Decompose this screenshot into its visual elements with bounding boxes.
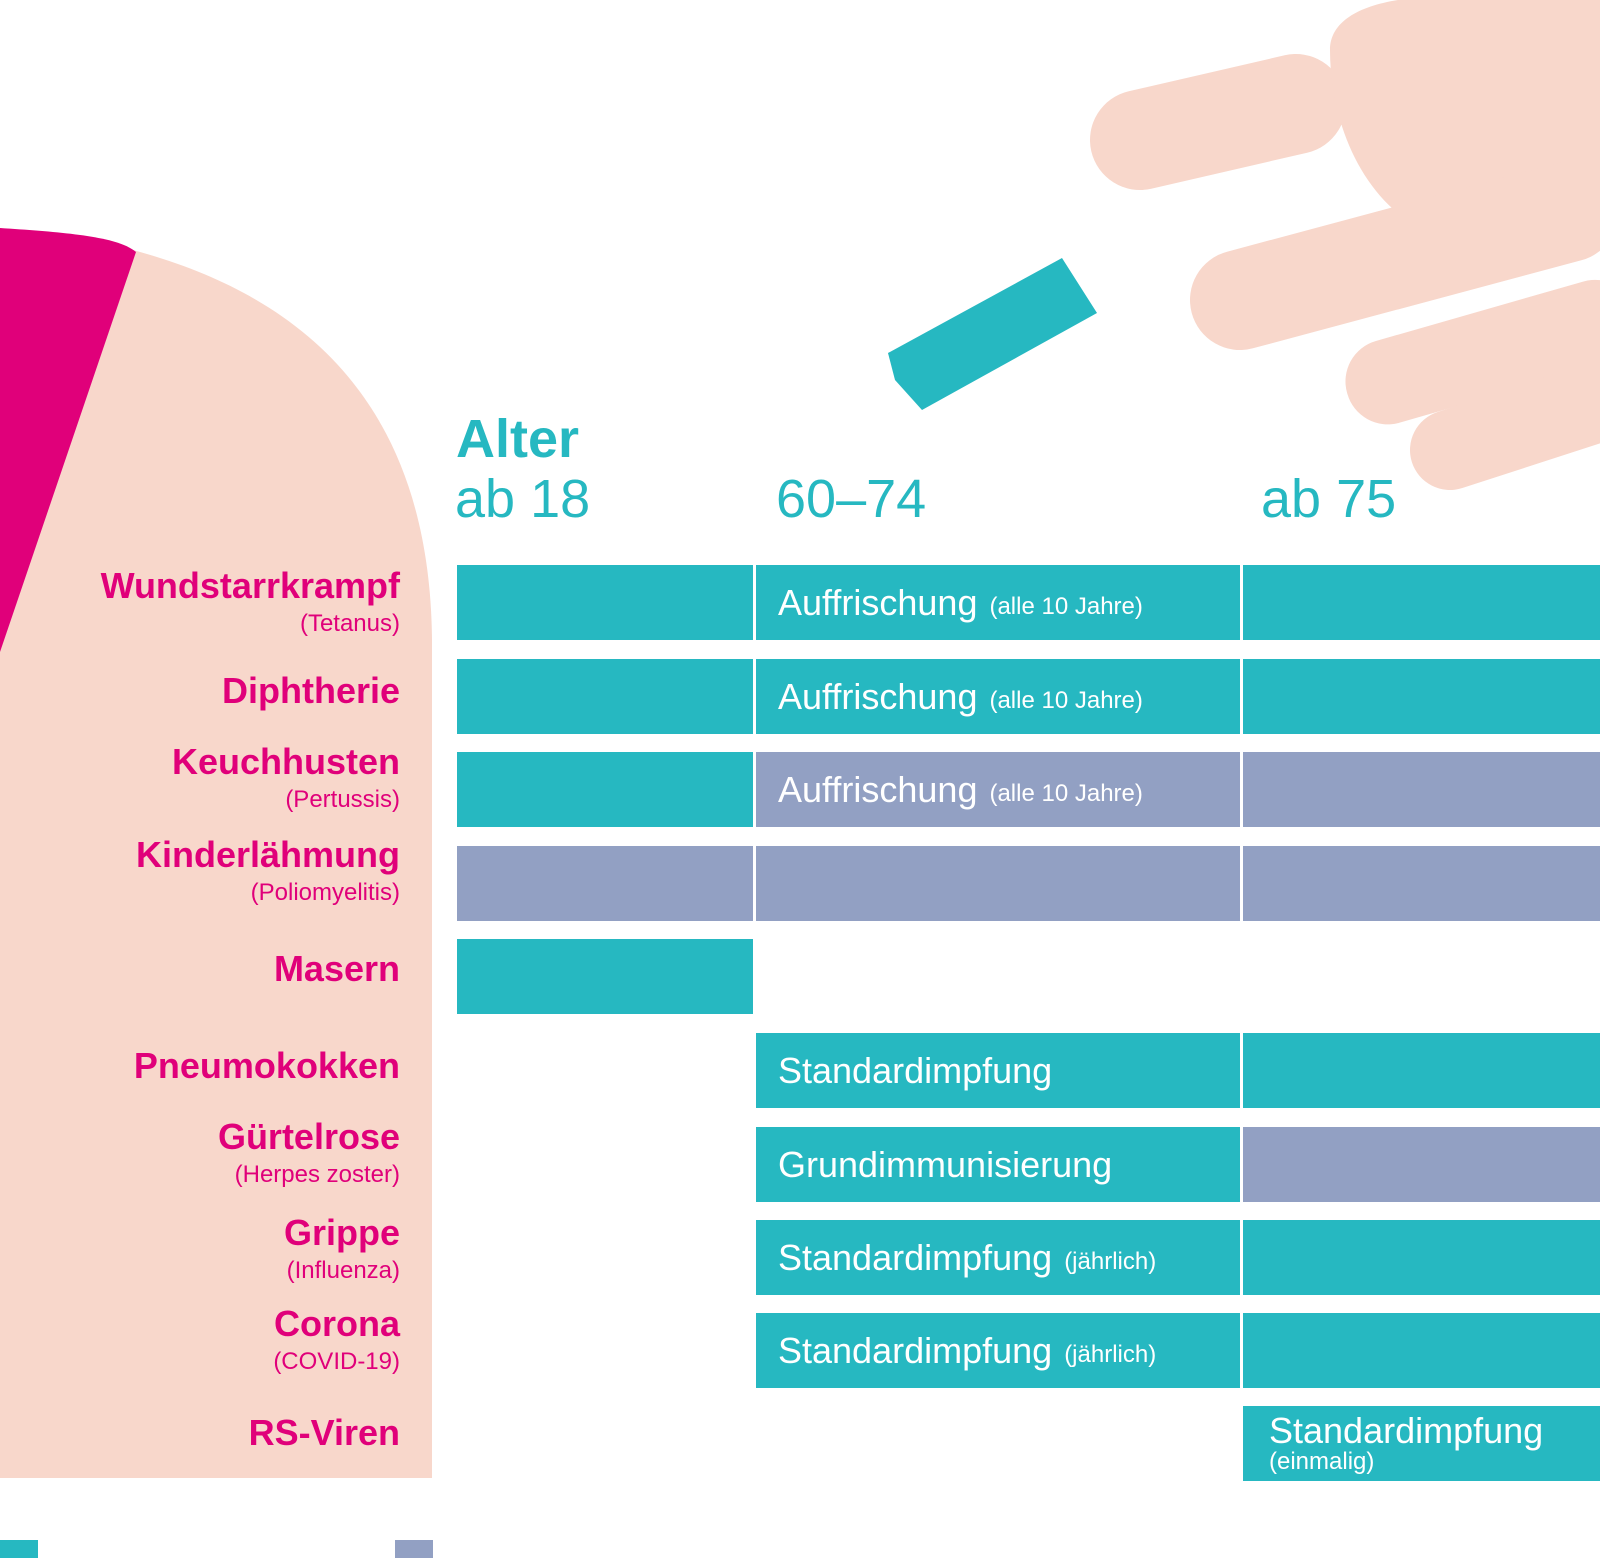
disease-name: Keuchhusten	[171, 741, 400, 782]
legend-swatch-standard	[0, 1540, 38, 1558]
schedule-cell-mid: Standardimpfung (jährlich)	[756, 1313, 1240, 1388]
disease-label: Diphtherie	[222, 673, 400, 709]
plaster-shape	[888, 258, 1097, 410]
disease-name: Grippe	[283, 1212, 400, 1253]
age-column-ab18: ab 18	[455, 469, 591, 529]
disease-label: Kinderlähmung (Poliomyelitis)	[136, 837, 400, 905]
cell-note: (alle 10 Jahre)	[989, 779, 1143, 807]
legend-swatch-indication	[395, 1540, 433, 1558]
cell-note: (einmalig)	[1269, 1447, 1375, 1475]
disease-label: Keuchhusten (Pertussis)	[172, 744, 400, 812]
cell-label: Auffrischung	[778, 581, 978, 623]
cell-label: Grundimmunisierung	[778, 1143, 1113, 1185]
disease-name: Corona	[274, 1303, 400, 1344]
schedule-cell-ab75	[1243, 846, 1600, 921]
cell-label: Standardimpfung	[778, 1236, 1053, 1278]
cell-note: (alle 10 Jahre)	[989, 686, 1143, 714]
cell-note: (alle 10 Jahre)	[989, 592, 1143, 620]
disease-name: Pneumokokken	[133, 1045, 400, 1086]
disease-subtitle: (Herpes zoster)	[234, 1161, 400, 1188]
schedule-cell-ab75	[1243, 752, 1600, 827]
cell-label: Auffrischung	[778, 675, 978, 717]
schedule-cell-ab18	[457, 846, 753, 921]
disease-name: Diphtherie	[221, 670, 400, 711]
disease-label: Pneumokokken	[134, 1048, 400, 1084]
disease-label: Wundstarrkrampf (Tetanus)	[101, 568, 400, 636]
schedule-cell-mid: Auffrischung (alle 10 Jahre)	[756, 565, 1240, 640]
hand-shape	[1089, 0, 1600, 490]
cell-label: Standardimpfung	[1269, 1409, 1544, 1451]
age-column-60-74: 60–74	[776, 469, 927, 529]
sleeve-shape	[0, 228, 136, 652]
schedule-cell-ab18	[457, 939, 753, 1014]
schedule-cell-mid: Standardimpfung (jährlich)	[756, 1220, 1240, 1295]
disease-label: RS-Viren	[249, 1415, 400, 1451]
schedule-cell-mid: Standardimpfung	[756, 1033, 1240, 1108]
disease-label: Masern	[274, 951, 400, 987]
cell-label: Auffrischung	[778, 768, 978, 810]
schedule-cell-ab18	[457, 565, 753, 640]
schedule-cell-ab75	[1243, 1313, 1600, 1388]
schedule-cell-mid: Auffrischung (alle 10 Jahre)	[756, 752, 1240, 827]
disease-name: RS-Viren	[248, 1412, 400, 1453]
disease-subtitle: (COVID-19)	[273, 1348, 400, 1375]
age-title: Alter	[456, 409, 580, 469]
disease-subtitle: (Tetanus)	[299, 610, 400, 637]
cell-note: (jährlich)	[1064, 1340, 1157, 1368]
cell-note: (jährlich)	[1064, 1247, 1157, 1275]
disease-label: Grippe (Influenza)	[284, 1215, 400, 1283]
age-column-ab75: ab 75	[1261, 469, 1397, 529]
disease-subtitle: (Pertussis)	[285, 786, 400, 813]
disease-name: Gürtelrose	[217, 1116, 400, 1157]
disease-subtitle: (Influenza)	[286, 1257, 400, 1284]
schedule-cell-ab18	[457, 752, 753, 827]
disease-name: Wundstarrkrampf	[100, 565, 400, 606]
schedule-cell-ab75	[1243, 1033, 1600, 1108]
schedule-cell-ab75: Standardimpfung(einmalig)	[1243, 1406, 1600, 1481]
disease-label: Gürtelrose (Herpes zoster)	[218, 1119, 400, 1187]
schedule-cell-ab75	[1243, 1127, 1600, 1202]
schedule-cell-ab75	[1243, 1220, 1600, 1295]
cell-label: Standardimpfung	[778, 1329, 1053, 1371]
schedule-cell-ab18	[457, 659, 753, 734]
disease-subtitle: (Poliomyelitis)	[250, 879, 400, 906]
schedule-cell-mid: Auffrischung (alle 10 Jahre)	[756, 659, 1240, 734]
disease-label: Corona (COVID-19)	[273, 1306, 400, 1374]
shoulder-shape	[0, 228, 432, 1478]
disease-name: Kinderlähmung	[135, 834, 400, 875]
cell-label: Standardimpfung	[778, 1049, 1053, 1091]
schedule-cell-ab75	[1243, 659, 1600, 734]
schedule-cell-mid: Grundimmunisierung	[756, 1127, 1240, 1202]
schedule-cell-mid	[756, 846, 1240, 921]
disease-name: Masern	[273, 948, 400, 989]
schedule-cell-ab75	[1243, 565, 1600, 640]
